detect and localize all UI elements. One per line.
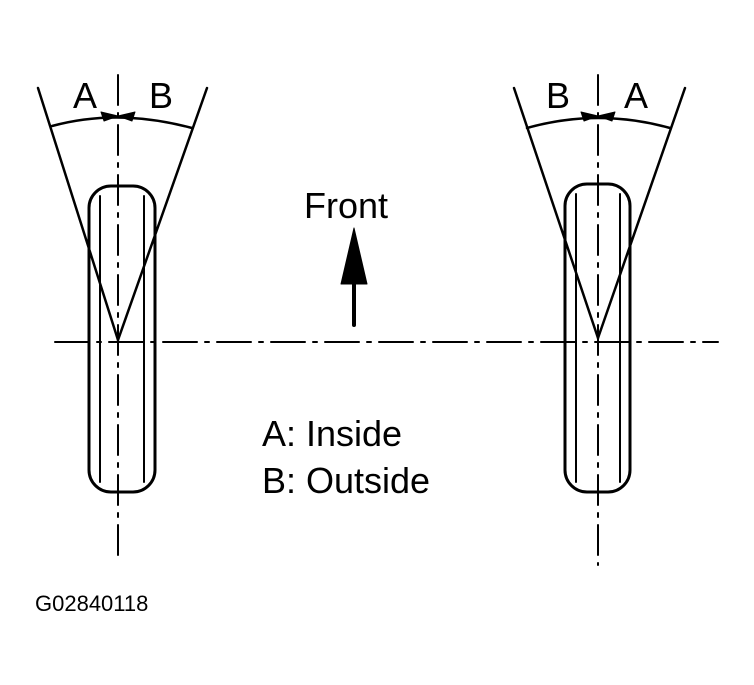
- figure-id: G02840118: [35, 591, 149, 616]
- right-camber-line-a: [596, 86, 687, 340]
- legend-inside: A: Inside: [262, 413, 403, 454]
- right-arc-arrowhead: [580, 111, 599, 122]
- left-camber-line-b: [116, 86, 209, 342]
- right-label-b: B: [546, 75, 571, 116]
- right-camber-line-b: [512, 86, 600, 340]
- left-label-b: B: [149, 75, 174, 116]
- front-label: Front: [304, 185, 389, 226]
- right-label-a: A: [624, 75, 649, 116]
- right-arc-arrowhead: [597, 111, 616, 122]
- front-arrow-head: [340, 227, 368, 285]
- right-wheel: [512, 74, 687, 566]
- right-angle-arc: [525, 116, 672, 130]
- front-arrow: [340, 227, 368, 327]
- left-angle-arc: [50, 116, 194, 130]
- left-arc-arrowhead: [117, 111, 136, 122]
- left-tire: [87, 184, 157, 494]
- left-arc-arrowhead: [100, 111, 119, 122]
- legend-outside: B: Outside: [262, 460, 431, 501]
- left-wheel: [36, 74, 209, 556]
- left-camber-line-a: [36, 86, 120, 342]
- left-label-a: A: [73, 75, 98, 116]
